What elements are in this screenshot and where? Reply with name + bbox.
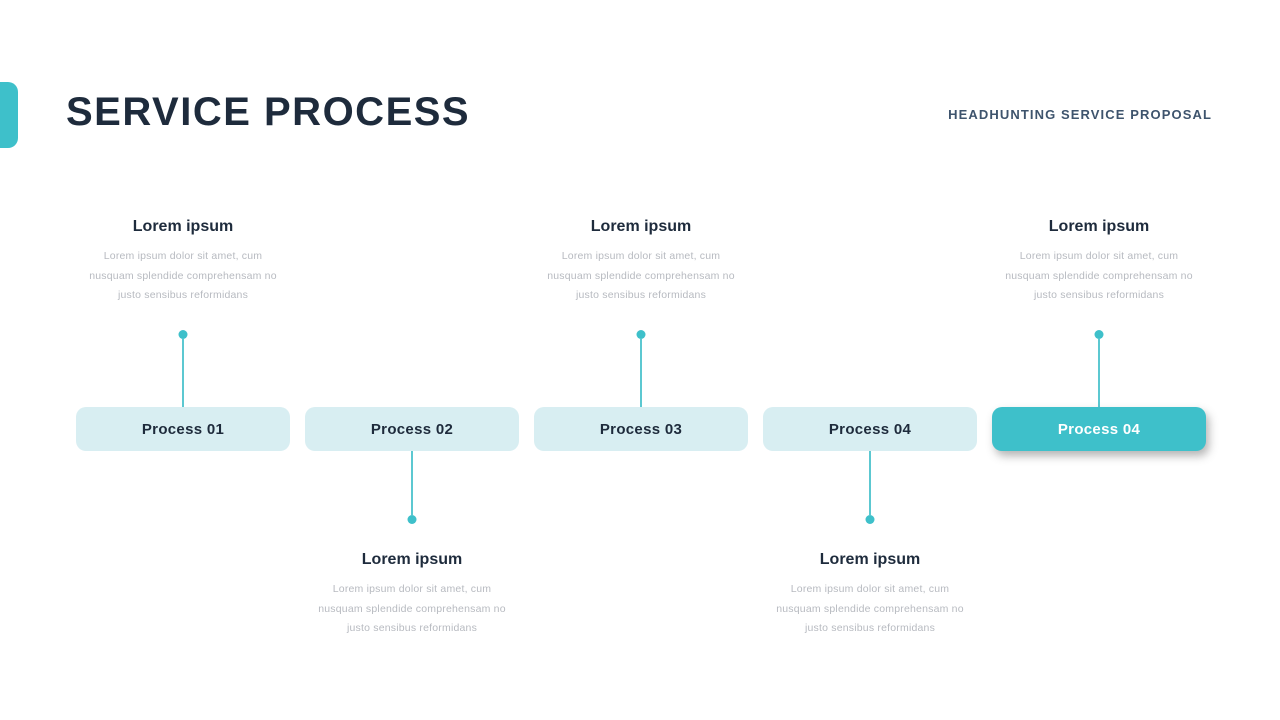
step-heading: Lorem ipsum: [361, 551, 463, 568]
step-description-line: nusquam splendide comprehensam no: [776, 602, 964, 615]
step-description-line: justo sensibus reformidans: [117, 289, 249, 302]
step-description-line: nusquam splendide comprehensam no: [1005, 269, 1193, 282]
step-description-line: Lorem ipsum dolor sit amet, cum: [103, 250, 263, 262]
process-step: Lorem ipsum Lorem ipsum dolor sit amet, …: [763, 0, 977, 720]
process-step: Lorem ipsum Lorem ipsum dolor sit amet, …: [76, 0, 290, 720]
page-title: SERVICE PROCESS: [66, 90, 471, 134]
step-description-line: Lorem ipsum dolor sit amet, cum: [332, 583, 492, 595]
step-description-line: nusquam splendide comprehensam no: [89, 269, 277, 282]
connector-line: [640, 339, 642, 407]
step-heading: Lorem ipsum: [1048, 218, 1150, 235]
connector-line: [182, 339, 184, 407]
connector-dot: [407, 515, 417, 524]
process-box[interactable]: Process 01: [76, 407, 290, 451]
step-description: Lorem ipsum dolor sit amet, cum nusquam s…: [513, 247, 769, 306]
connector-dot: [1094, 330, 1104, 339]
process-box-label: Process 04: [1057, 420, 1141, 438]
process-box[interactable]: Process 02: [305, 407, 519, 451]
step-description-line: nusquam splendide comprehensam no: [547, 269, 735, 282]
step-description-line: nusquam splendide comprehensam no: [318, 602, 506, 615]
connector-dot: [636, 330, 646, 339]
step-description-line: justo sensibus reformidans: [1033, 289, 1165, 302]
process-step: Lorem ipsum Lorem ipsum dolor sit amet, …: [305, 0, 519, 720]
process-box[interactable]: Process 04: [992, 407, 1206, 451]
connector-line: [869, 451, 871, 515]
step-heading: Lorem ipsum: [590, 218, 692, 235]
process-box-label: Process 04: [828, 420, 912, 438]
connector-dot: [865, 515, 875, 524]
step-description-line: Lorem ipsum dolor sit amet, cum: [1019, 250, 1179, 262]
process-box[interactable]: Process 03: [534, 407, 748, 451]
process-box-label: Process 01: [141, 420, 225, 438]
process-box-label: Process 03: [599, 420, 683, 438]
step-heading: Lorem ipsum: [132, 218, 234, 235]
step-info-block: Lorem ipsum Lorem ipsum dolor sit amet, …: [971, 218, 1227, 306]
step-description: Lorem ipsum dolor sit amet, cum nusquam s…: [55, 247, 311, 306]
step-description: Lorem ipsum dolor sit amet, cum nusquam s…: [284, 580, 540, 639]
connector-line: [411, 451, 413, 515]
step-info-block: Lorem ipsum Lorem ipsum dolor sit amet, …: [55, 218, 311, 306]
step-info-block: Lorem ipsum Lorem ipsum dolor sit amet, …: [513, 218, 769, 306]
step-info-block: Lorem ipsum Lorem ipsum dolor sit amet, …: [284, 551, 540, 639]
process-step: Lorem ipsum Lorem ipsum dolor sit amet, …: [534, 0, 748, 720]
process-step: Lorem ipsum Lorem ipsum dolor sit amet, …: [992, 0, 1206, 720]
step-description-line: justo sensibus reformidans: [575, 289, 707, 302]
connector-dot: [178, 330, 188, 339]
title-accent-bar: [0, 82, 18, 148]
step-description-line: Lorem ipsum dolor sit amet, cum: [790, 583, 950, 595]
step-description-line: justo sensibus reformidans: [804, 622, 936, 635]
connector-line: [1098, 339, 1100, 407]
header-subtitle: HEADHUNTING SERVICE PROPOSAL: [948, 107, 1212, 122]
step-description: Lorem ipsum dolor sit amet, cum nusquam s…: [742, 580, 998, 639]
step-description-line: Lorem ipsum dolor sit amet, cum: [561, 250, 721, 262]
step-description: Lorem ipsum dolor sit amet, cum nusquam s…: [971, 247, 1227, 306]
step-info-block: Lorem ipsum Lorem ipsum dolor sit amet, …: [742, 551, 998, 639]
step-heading: Lorem ipsum: [819, 551, 921, 568]
step-description-line: justo sensibus reformidans: [346, 622, 478, 635]
process-box[interactable]: Process 04: [763, 407, 977, 451]
process-box-label: Process 02: [370, 420, 454, 438]
